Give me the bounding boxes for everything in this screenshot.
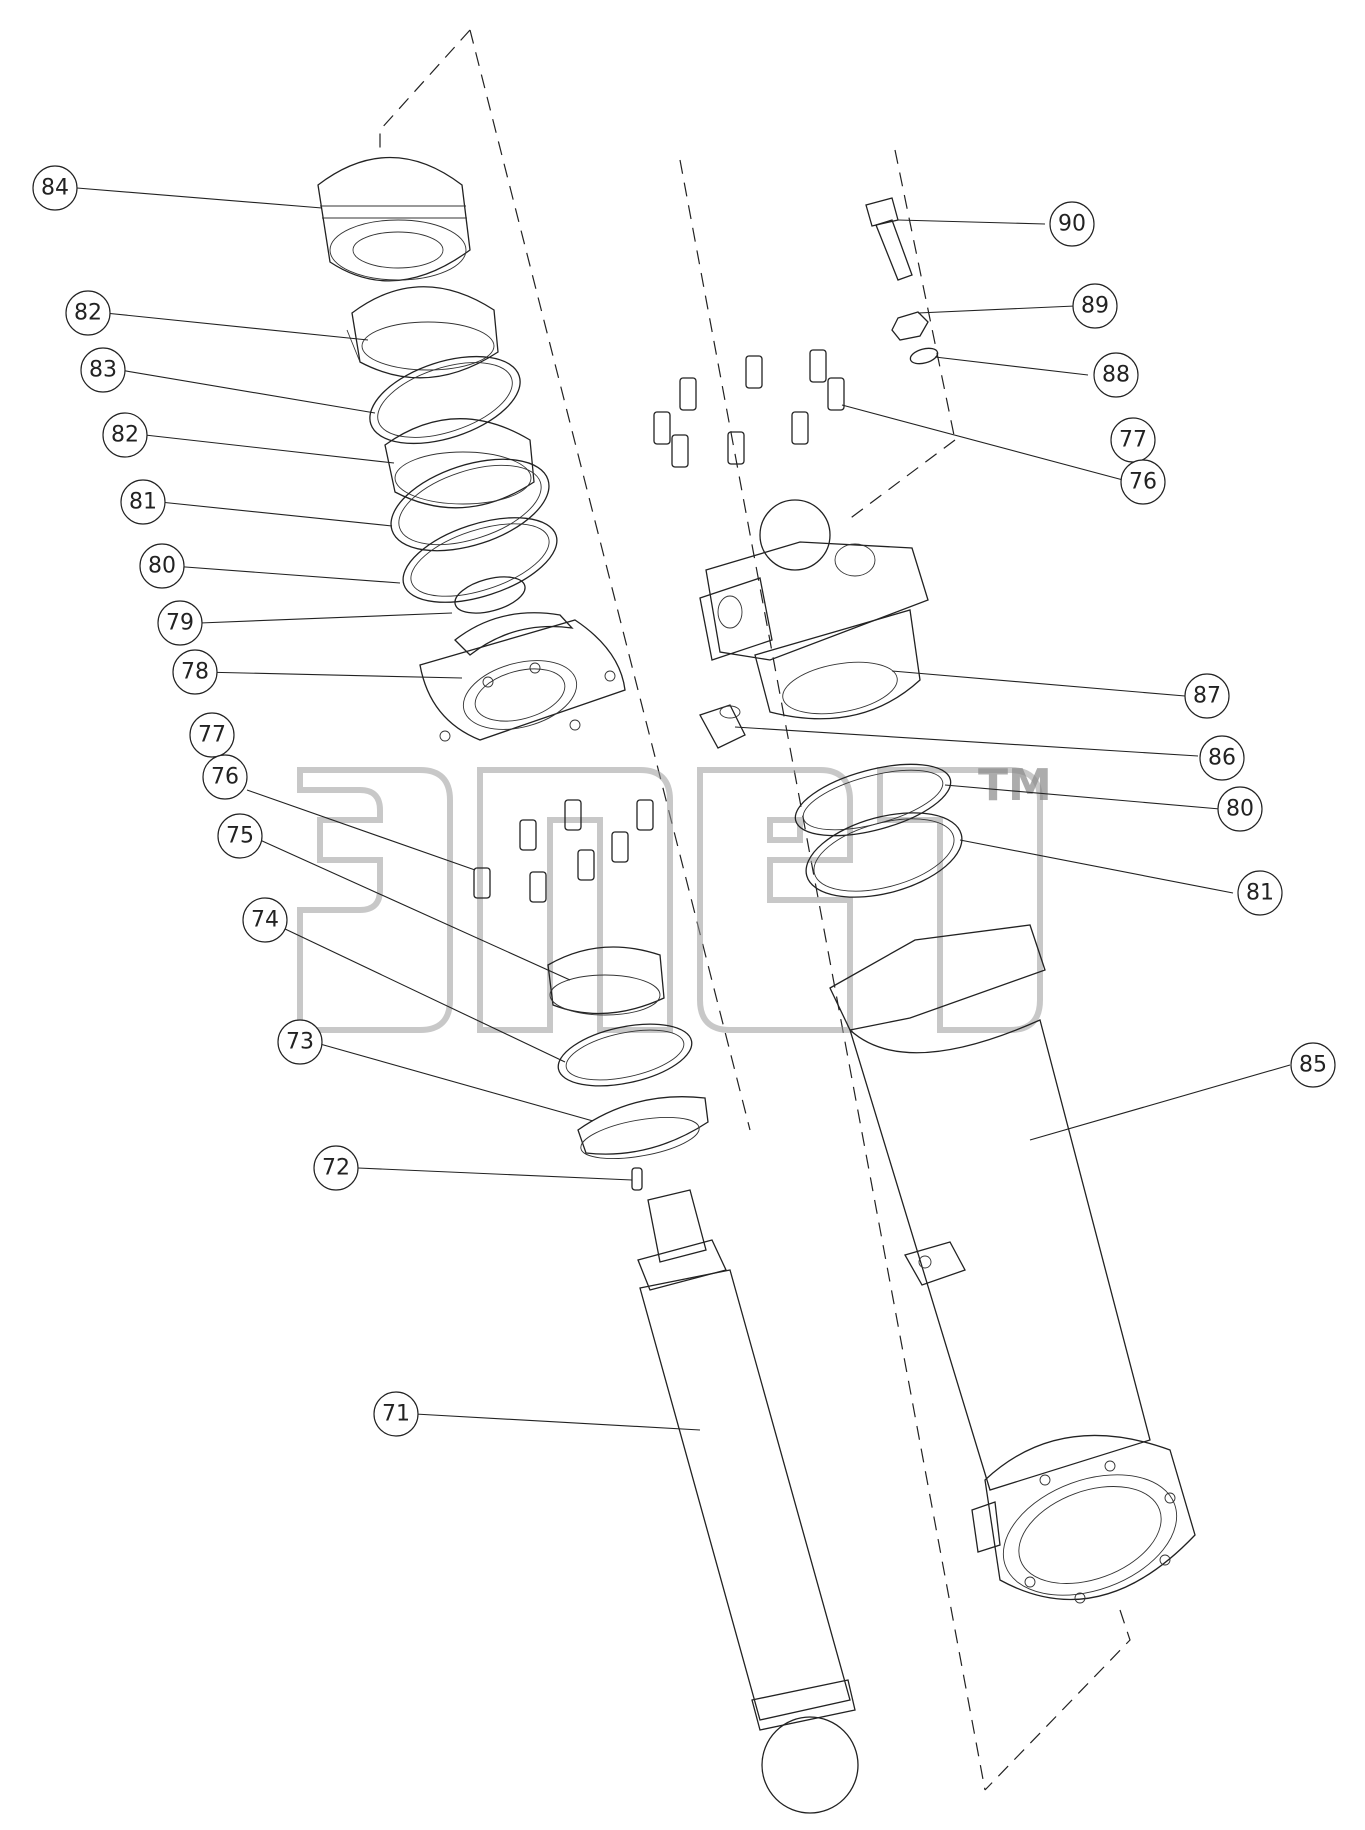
callout-84: 84 xyxy=(32,165,78,211)
svg-text:77: 77 xyxy=(198,723,226,748)
callout-86: 86 xyxy=(1199,735,1245,781)
svg-text:87: 87 xyxy=(1193,684,1221,709)
callout-78: 78 xyxy=(172,649,218,695)
callout-79: 79 xyxy=(157,600,203,646)
rod-bearing-75 xyxy=(547,946,665,1016)
svg-text:80: 80 xyxy=(1226,797,1254,822)
callout-71: 71 xyxy=(373,1391,419,1437)
callout-81-left: 81 xyxy=(120,479,166,525)
callout-76-right: 76 xyxy=(1120,459,1166,505)
callout-82-upper: 82 xyxy=(65,290,111,336)
svg-text:79: 79 xyxy=(166,611,194,636)
callout-81-right: 81 xyxy=(1237,870,1283,916)
callout-90: 90 xyxy=(1049,201,1095,247)
seal-ring-80-left xyxy=(402,517,558,603)
seal-ring-81-left xyxy=(390,458,550,552)
callout-75: 75 xyxy=(217,813,263,859)
svg-text:78: 78 xyxy=(181,660,209,685)
svg-text:82: 82 xyxy=(74,301,102,326)
o-ring-79 xyxy=(454,576,526,614)
callout-76-left: 76 xyxy=(202,754,248,800)
svg-text:73: 73 xyxy=(286,1030,314,1055)
svg-text:76: 76 xyxy=(211,765,239,790)
callout-82-lower: 82 xyxy=(102,412,148,458)
svg-text:86: 86 xyxy=(1208,746,1236,771)
svg-text:76: 76 xyxy=(1129,470,1157,495)
svg-text:82: 82 xyxy=(111,423,139,448)
callout-77-left: 77 xyxy=(189,712,235,758)
seal-ring-83 xyxy=(369,355,521,445)
callout-89: 89 xyxy=(1072,283,1118,329)
callout-87: 87 xyxy=(1184,673,1230,719)
svg-text:77: 77 xyxy=(1119,428,1147,453)
head-block-87 xyxy=(699,499,929,720)
nut-89 xyxy=(891,311,929,341)
svg-text:88: 88 xyxy=(1102,363,1130,388)
svg-text:90: 90 xyxy=(1058,212,1086,237)
callout-80-left: 80 xyxy=(139,543,185,589)
svg-text:74: 74 xyxy=(251,908,279,933)
seal-ring-81-right xyxy=(805,812,963,898)
callout-85: 85 xyxy=(1290,1042,1336,1088)
pin-72 xyxy=(631,1167,643,1191)
end-flange-78 xyxy=(419,612,626,742)
callout-88: 88 xyxy=(1093,352,1139,398)
wiper-ring-73 xyxy=(577,1096,709,1160)
guide-ring-82-upper xyxy=(346,286,499,379)
gland-cap-84 xyxy=(317,157,471,282)
washer-88 xyxy=(909,347,939,365)
watermark-trademark: TM xyxy=(978,760,1052,811)
svg-text:72: 72 xyxy=(322,1156,350,1181)
bolt-90 xyxy=(865,197,913,281)
svg-text:81: 81 xyxy=(129,490,157,515)
fitting-86 xyxy=(699,704,746,749)
leader-lines xyxy=(76,187,1291,1431)
guide-ring-82-lower xyxy=(384,418,535,509)
seal-ring-80-right xyxy=(794,763,952,837)
svg-text:83: 83 xyxy=(89,358,117,383)
svg-text:71: 71 xyxy=(382,1402,410,1427)
assembly-axes xyxy=(379,29,1131,1791)
cap-screws-77-left xyxy=(473,799,654,903)
callout-73: 73 xyxy=(277,1019,323,1065)
svg-text:75: 75 xyxy=(226,824,254,849)
callout-74: 74 xyxy=(242,897,288,943)
piston-rod-71 xyxy=(637,1189,859,1814)
callout-83: 83 xyxy=(80,347,126,393)
svg-text:89: 89 xyxy=(1081,294,1109,319)
seal-ring-74 xyxy=(557,1023,693,1087)
callout-72: 72 xyxy=(313,1145,359,1191)
cylinder-barrel-85 xyxy=(829,924,1196,1604)
callout-77-right: 77 xyxy=(1110,417,1156,463)
svg-text:85: 85 xyxy=(1299,1053,1327,1078)
callout-80-right: 80 xyxy=(1217,786,1263,832)
svg-text:80: 80 xyxy=(148,554,176,579)
svg-text:81: 81 xyxy=(1246,881,1274,906)
watermark-logo: TM xyxy=(297,760,1052,1033)
cap-screws-77-right xyxy=(653,349,845,468)
svg-text:84: 84 xyxy=(41,176,69,201)
